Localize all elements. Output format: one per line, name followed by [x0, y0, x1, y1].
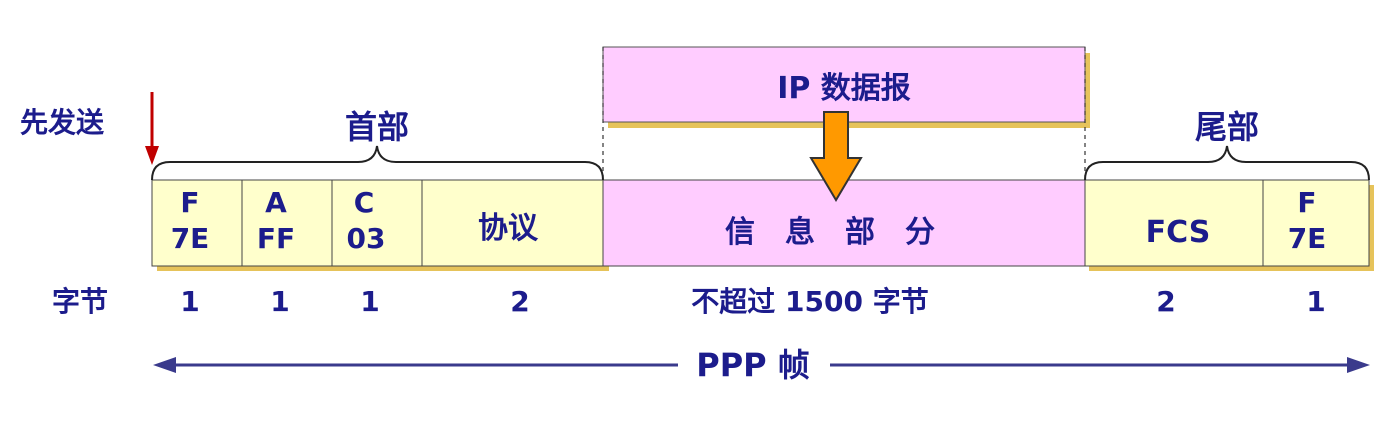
field-control	[331, 179, 423, 267]
trailer-brace	[1084, 145, 1370, 181]
field-information	[602, 179, 1086, 267]
field-control-line1: C	[354, 186, 375, 219]
field-address-line1: A	[265, 186, 287, 219]
field-address-line2: FF	[257, 222, 295, 255]
field-fcs-label: FCS	[1146, 215, 1211, 250]
frame-arrow-head-right	[1347, 357, 1370, 373]
field-fcs	[1084, 179, 1264, 267]
ip-datagram-box	[602, 46, 1086, 123]
trailer-label: 尾部	[1195, 108, 1259, 146]
send-first-arrow-head	[145, 146, 159, 165]
field-flag-start-line2: 7E	[171, 222, 210, 255]
field-protocol-label: 协议	[478, 211, 539, 246]
field-flag-end	[1262, 179, 1370, 267]
encapsulation-arrow	[809, 111, 863, 202]
field-flag-end-line1: F	[1297, 186, 1316, 219]
bytes-information: 不超过 1500 字节	[691, 285, 928, 318]
field-information-label: 信 息 部 分	[725, 215, 935, 250]
bytes-control: 1	[360, 285, 379, 318]
ip-datagram-label: IP 数据报	[777, 71, 911, 106]
frame-arrow-head-left	[153, 357, 176, 373]
header-label: 首部	[345, 108, 409, 146]
bytes-fcs: 2	[1156, 285, 1175, 318]
bytes-row-label: 字节	[52, 285, 108, 318]
bytes-flag-start: 1	[180, 285, 199, 318]
field-flag-start-line1: F	[180, 186, 199, 219]
frame-label: PPP 帧	[696, 346, 810, 384]
bytes-flag-end: 1	[1306, 285, 1325, 318]
bytes-address: 1	[270, 285, 289, 318]
header-brace	[151, 145, 604, 181]
bytes-protocol: 2	[510, 285, 529, 318]
field-control-line2: 03	[347, 222, 386, 255]
send-first-label: 先发送	[20, 106, 104, 139]
field-flag-end-line2: 7E	[1288, 222, 1327, 255]
